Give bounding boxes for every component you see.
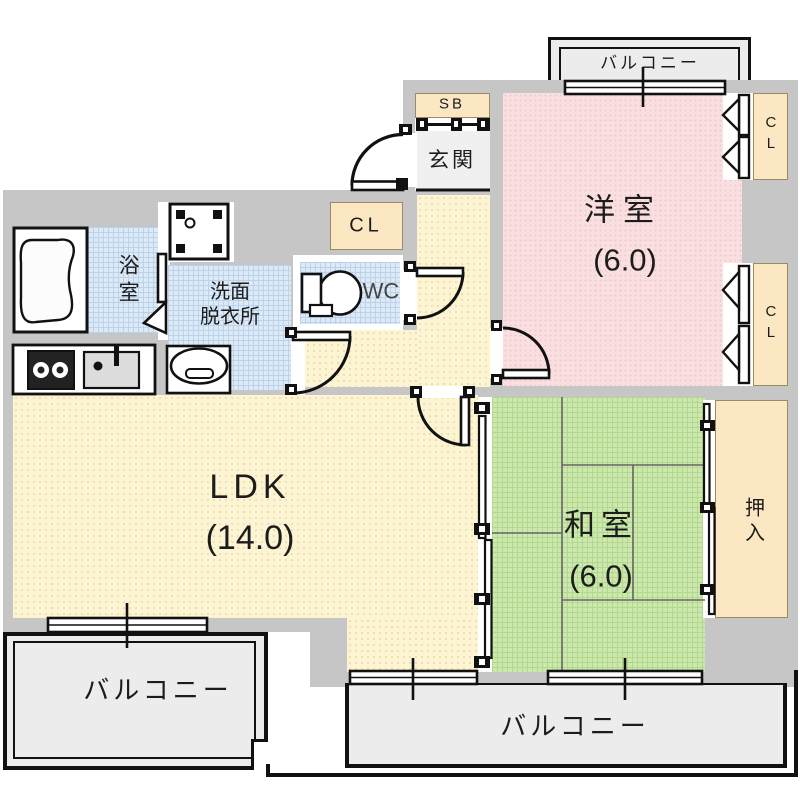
western-door [491,320,551,385]
room-ldk [13,395,478,618]
label-japanese-room: 和室 [564,507,638,543]
kitchen-counter [11,343,157,396]
wc-door-gap [403,270,417,320]
site-outline-step [266,764,270,777]
balcony-left-inner [13,641,256,759]
label-bathroom: 浴室 [116,254,140,308]
balcony-bottom [345,683,787,768]
room-closet-lower [753,263,788,386]
entrance-door-gap [403,133,417,187]
closet-lower-doors [721,264,751,385]
sliding-doors-japanese [474,402,493,668]
site-outline-right [794,670,798,777]
label-balcony-left: バルコニー [83,674,233,705]
washing-machine-icon [168,202,230,261]
label-ldk-area: (14.0) [205,518,295,557]
label-hall-closet: CL [349,214,383,237]
corridor [417,195,490,387]
window-ldk-south [46,603,209,648]
toilet-icon [300,270,363,318]
shoe-box-row [416,118,490,131]
tatami-lines [492,397,705,672]
balcony-left [3,632,268,770]
label-balcony-top: バルコニー [600,53,700,73]
label-closet-upper: CL [762,114,780,156]
label-balcony-bottom: バルコニー [500,710,650,741]
label-entrance: 玄関 [428,148,476,172]
window-japanese-south [546,658,704,700]
room-western [503,93,742,386]
entrance-door [350,124,412,192]
label-shoe-box: SB [438,95,466,113]
room-oshiire [715,400,788,618]
room-shoe-box [415,93,490,118]
room-closet-upper [753,93,788,180]
balcony-top-inner [559,47,740,83]
ldk-door-gap [415,386,467,398]
room-entrance [415,131,490,191]
closet-upper-doors [721,93,751,180]
sliding-doors-oshiire [700,402,716,616]
wc-door [404,261,465,325]
label-western-room-area: (6.0) [593,242,657,278]
bathtub-icon [12,226,89,334]
label-oshiire: 押入 [741,497,764,547]
room-hall-closet [330,202,403,250]
balcony-left-notch [251,739,268,770]
label-washroom: 洗面 脱衣所 [200,281,260,328]
room-japanese [492,397,705,672]
wash-basin-icon [165,344,232,395]
label-ldk: LDK [209,467,291,506]
kitchen-sink-icon [82,350,141,390]
window-corridor-south [348,658,479,700]
washroom-door [285,327,352,395]
western-door-gap [490,328,503,378]
window-western-top [563,67,727,107]
label-western-room: 洋室 [584,192,662,228]
bath-door [141,252,168,336]
label-closet-lower: CL [762,303,780,345]
washroom-door-gap [291,335,305,395]
label-japanese-room-area: (6.0) [569,558,633,594]
label-wc: WC [362,278,400,304]
site-outline-bottom [266,773,798,777]
ldk-door [410,386,475,447]
